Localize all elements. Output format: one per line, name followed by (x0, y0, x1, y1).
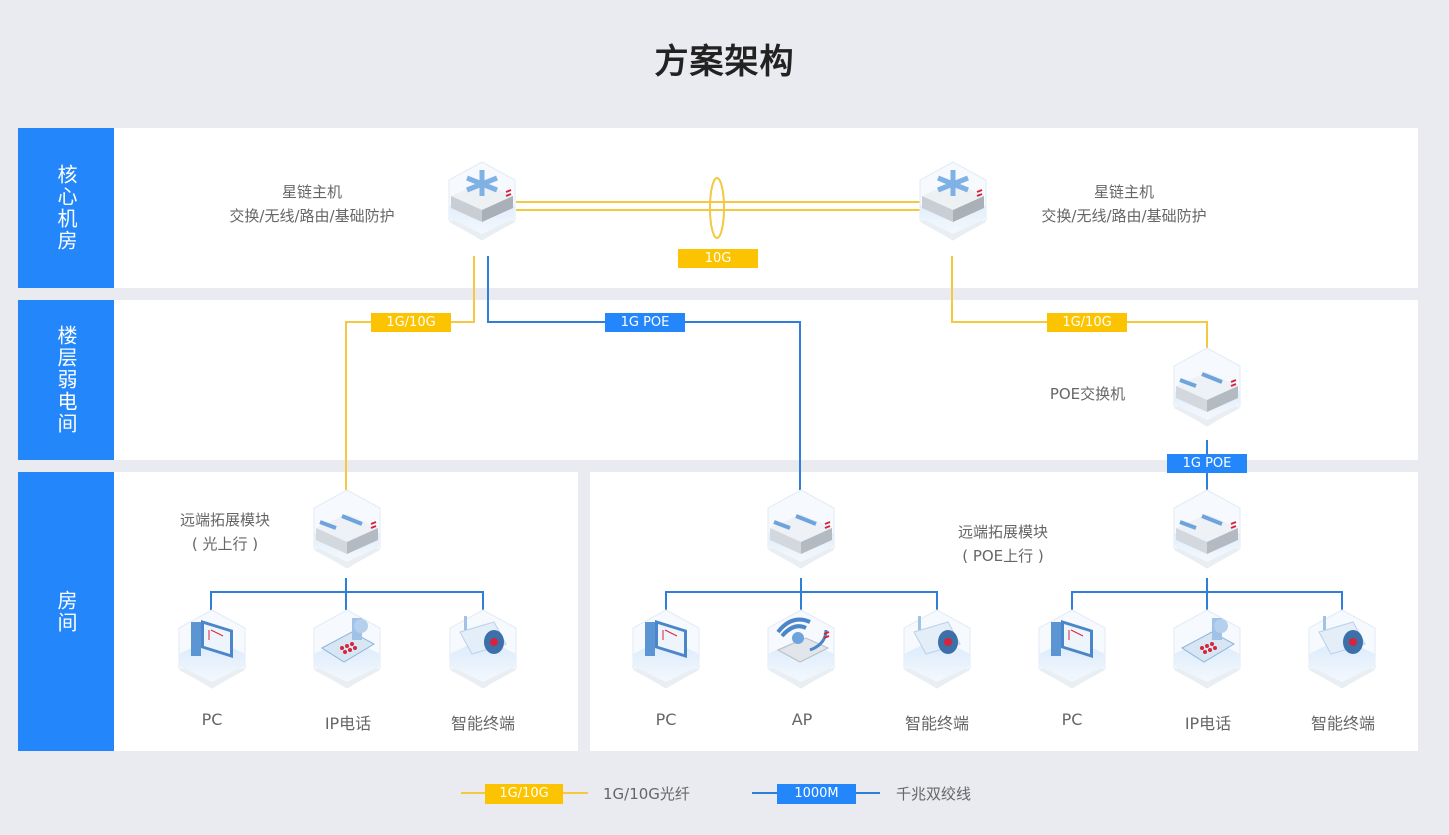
device-caption: PC (1061, 710, 1083, 729)
floor-link-tag-left: 1G/10G (371, 313, 451, 332)
device-caption: 智能终端 (450, 714, 515, 733)
copper-line-middle (487, 256, 801, 490)
floor-link-tag-right: 1G/10G (1047, 313, 1127, 332)
core-switch-right-icon (918, 160, 988, 252)
row-label-core: 核心机房 (18, 128, 114, 288)
ip-phone-icon (312, 608, 382, 700)
remote-module-middle-icon (766, 488, 836, 580)
remote-module-right-icon (1172, 488, 1242, 580)
fiber-line-right (951, 256, 1208, 350)
core-right-name: 星链主机 (1093, 183, 1154, 201)
remote-module-left-description: 远端拓展模块 ( 光上行 ) (179, 511, 270, 553)
room-panel-right (590, 472, 1418, 751)
device-caption: IP电话 (1184, 714, 1232, 733)
legend-copper-tag: 1000M (777, 784, 856, 804)
core-left-name: 星链主机 (281, 183, 342, 201)
page-title: 方案架构 (654, 42, 795, 82)
core-left-features: 交换/无线/路由/基础防护 (229, 207, 395, 225)
poe-switch-label: POE交换机 (1049, 385, 1126, 403)
link-aggregation-ellipse (709, 177, 725, 239)
device-caption: PC (655, 710, 677, 729)
row-label-floor: 楼层弱电间 (18, 300, 114, 460)
core-link-tag: 10G (678, 249, 758, 268)
poe-switch-icon (1172, 346, 1242, 438)
pc-icon (177, 608, 247, 700)
pc-icon (631, 608, 701, 700)
floor-link-tag-middle: 1G POE (605, 313, 685, 332)
fiber-line-left (345, 256, 475, 490)
core-right-features: 交换/无线/路由/基础防护 (1041, 207, 1207, 225)
floor-link-tag-poe: 1G POE (1167, 454, 1247, 473)
legend-copper-text: 千兆双绞线 (896, 785, 972, 803)
remote-module-middle-description: 远端拓展模块 ( POE上行 ) (957, 523, 1048, 565)
legend-fiber-text: 1G/10G光纤 (603, 785, 690, 803)
device-caption: PC (201, 710, 223, 729)
row-label-room: 房间 (18, 472, 114, 751)
camera-icon (448, 608, 518, 700)
device-caption: IP电话 (324, 714, 372, 733)
access-point-icon (766, 608, 836, 700)
device-caption: 智能终端 (1310, 714, 1375, 733)
remote-module-left-icon (312, 488, 382, 580)
legend-fiber-tag: 1G/10G (485, 784, 563, 804)
core-switch-left-icon (447, 160, 517, 252)
ip-phone-icon (1172, 608, 1242, 700)
pc-icon (1037, 608, 1107, 700)
camera-icon (902, 608, 972, 700)
device-caption: 智能终端 (904, 714, 969, 733)
core-right-description: 星链主机 交换/无线/路由/基础防护 (1024, 180, 1224, 228)
core-left-description: 星链主机 交换/无线/路由/基础防护 (212, 180, 412, 228)
core-room-panel (114, 128, 1418, 288)
device-caption: AP (791, 710, 813, 729)
camera-icon (1307, 608, 1377, 700)
